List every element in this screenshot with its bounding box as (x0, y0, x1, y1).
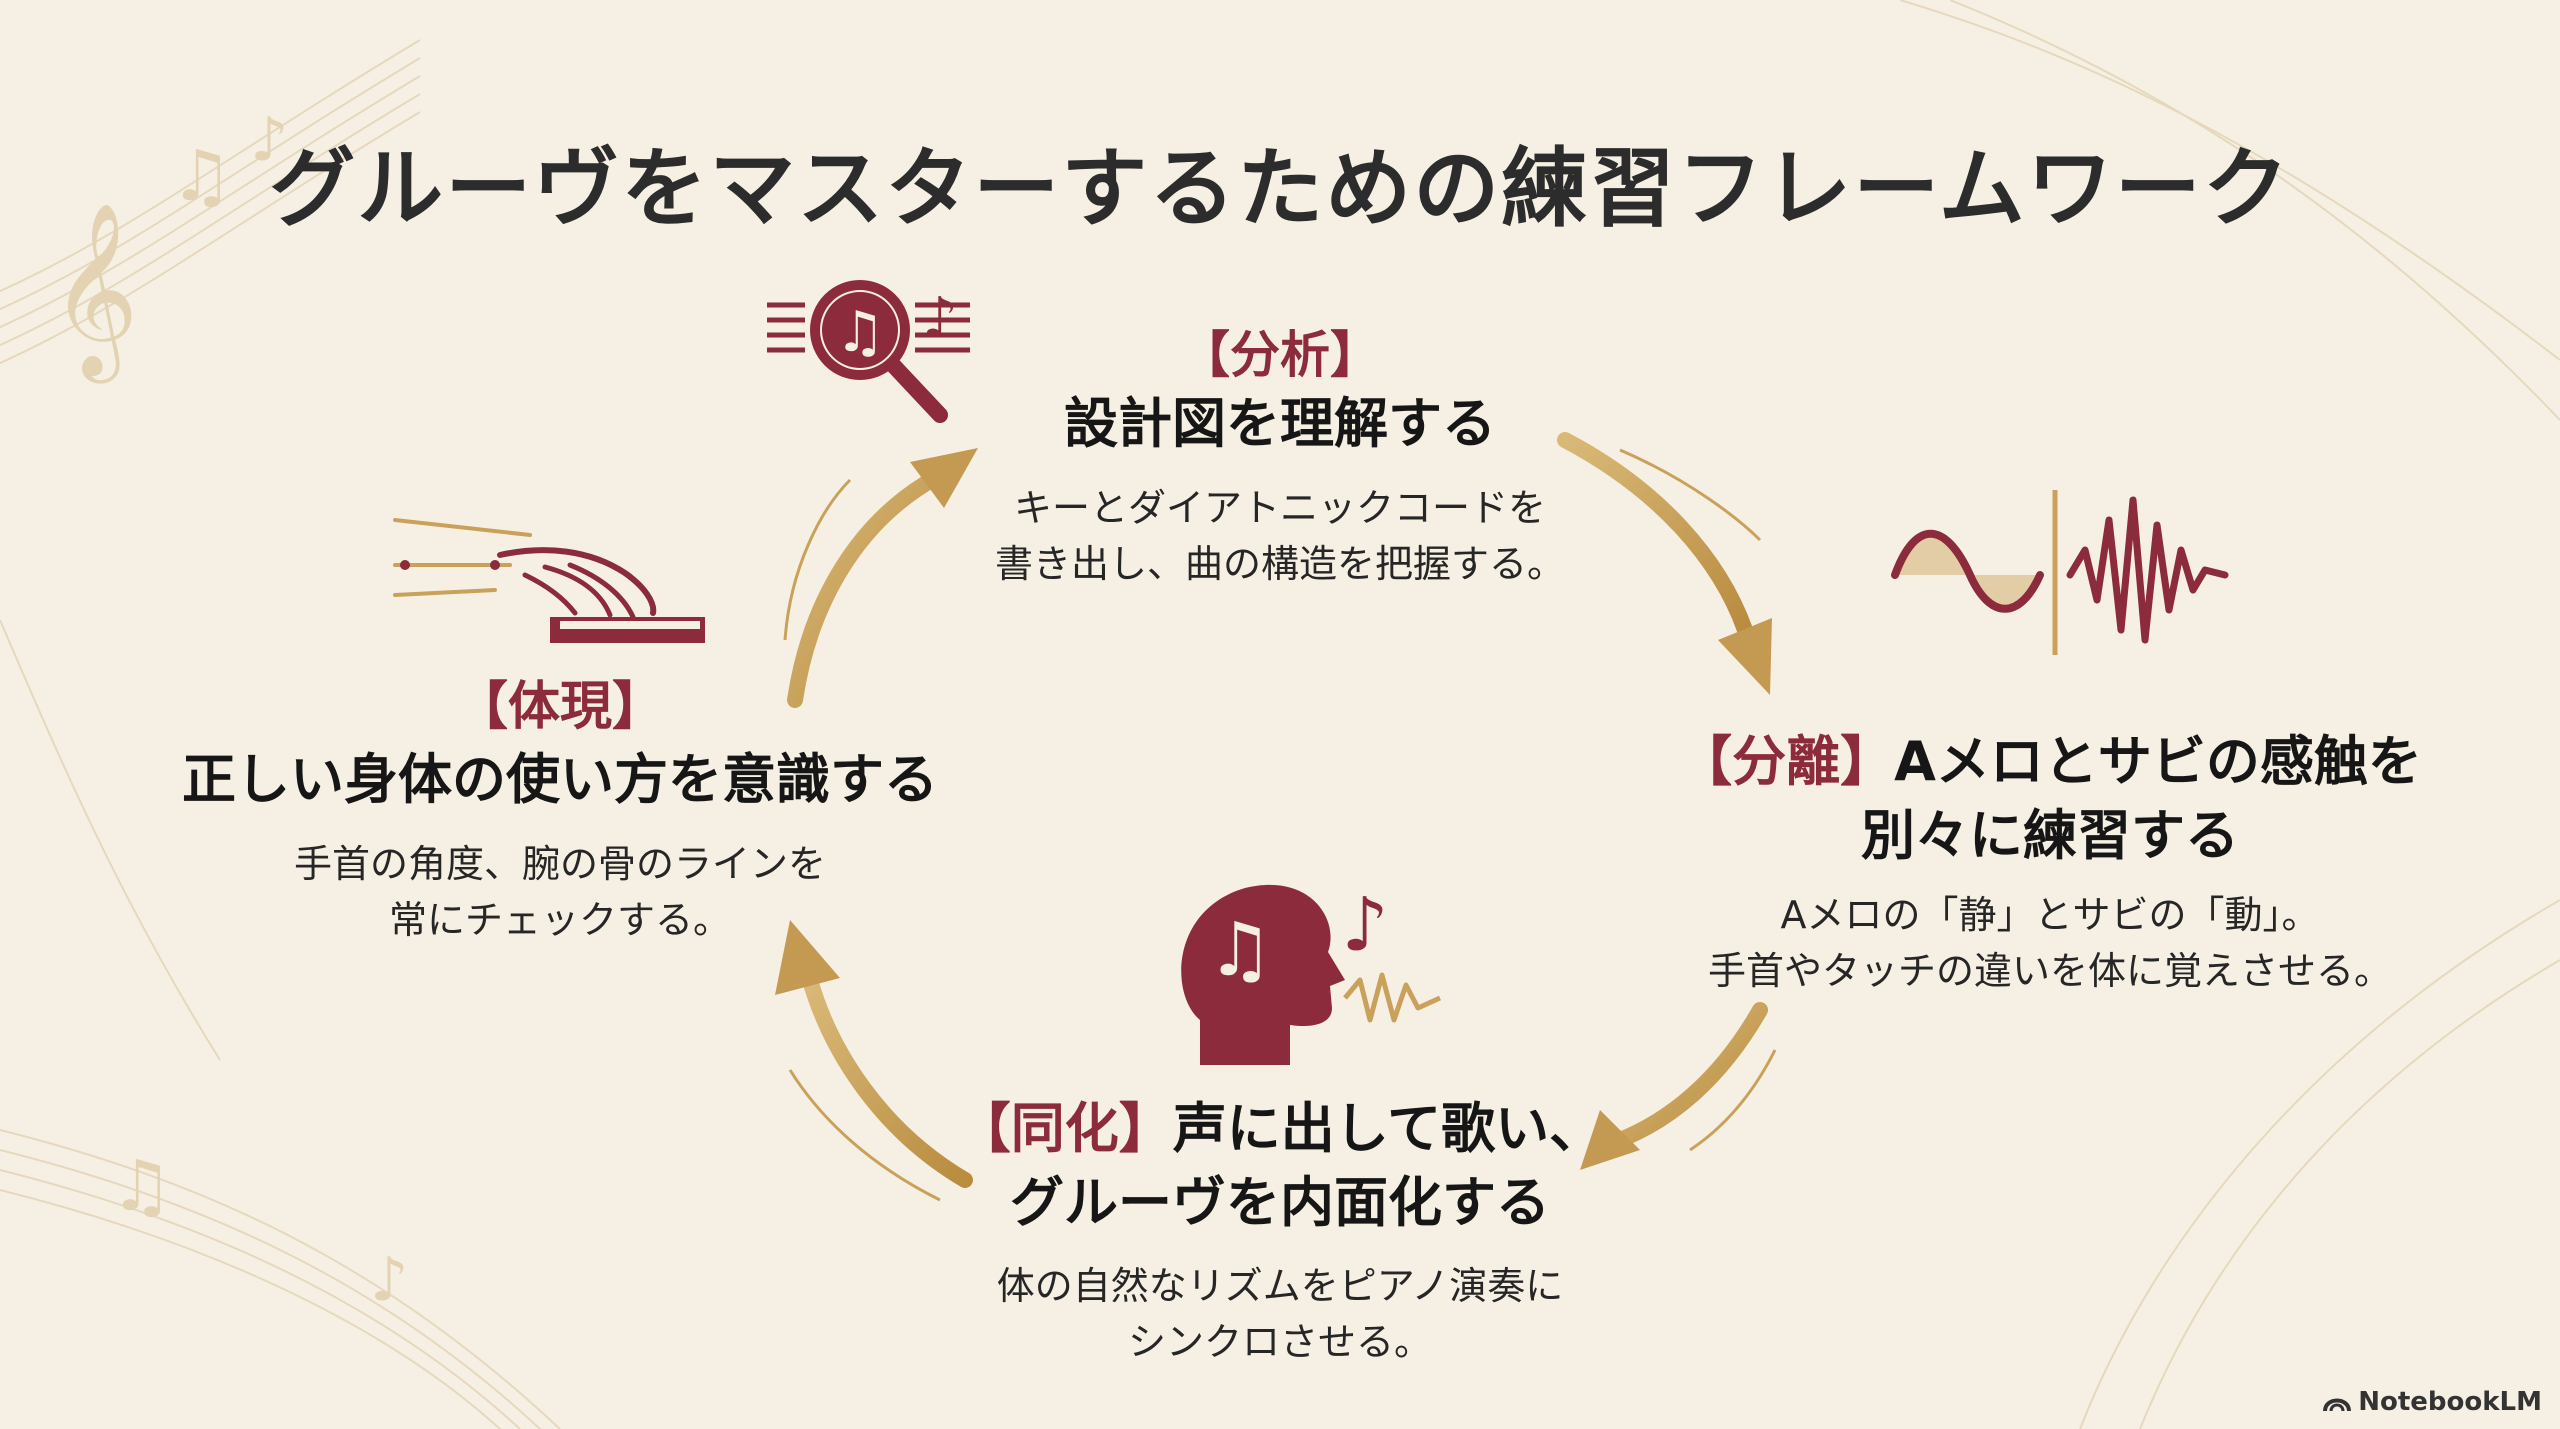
svg-text:♪: ♪ (922, 286, 958, 351)
svg-text:♪: ♪ (1341, 882, 1388, 968)
assimilation-desc-line-2: シンクロさせる。 (1127, 1320, 1432, 1364)
analysis-desc-line-2: 書き出し、曲の構造を把握する。 (994, 542, 1565, 586)
arrow-separation-to-assimilation (1580, 1002, 1777, 1170)
svg-text:𝄞: 𝄞 (50, 202, 139, 384)
notebooklm-logo-icon (2323, 1398, 2352, 1412)
page-title: グルーヴをマスターするための練習フレームワーク (269, 138, 2291, 239)
analysis-tag: 【分析】 (1180, 326, 1380, 384)
embodiment-heading: 正しい身体の使い方を意識する (182, 748, 938, 811)
svg-text:♪: ♪ (250, 105, 288, 175)
embodiment-desc-line-2: 常にチェックする。 (388, 898, 731, 942)
separation-heading-line-1: 【分離】Aメロとサビの感触を (1600, 725, 2500, 799)
assimilation-description: 体の自然なリズムをピアノ演奏に シンクロさせる。 (880, 1258, 1680, 1370)
svg-text:♫: ♫ (835, 300, 885, 365)
waveform-icon (1891, 490, 2229, 655)
step-embodiment: 【体現】 正しい身体の使い方を意識する 手首の角度、腕の骨のラインを 常にチェッ… (150, 672, 970, 948)
assimilation-heading-1: 声に出して歌い、 (1172, 1097, 1604, 1160)
separation-tag: 【分離】 (1678, 730, 1895, 793)
hand-piano-icon (393, 518, 705, 643)
svg-text:♫: ♫ (1207, 907, 1273, 993)
svg-text:♪: ♪ (370, 1245, 408, 1315)
step-analysis: 【分析】 設計図を理解する キーとダイアトニックコードを 書き出し、曲の構造を把… (880, 322, 1680, 592)
separation-description: Aメロの「静」とサビの「動」。 手首やタッチの違いを体に覚えさせる。 (1600, 887, 2500, 999)
svg-text:♫: ♫ (110, 1145, 173, 1227)
embodiment-description: 手首の角度、腕の骨のラインを 常にチェックする。 (150, 836, 970, 948)
separation-desc-line-1: Aメロの「静」とサビの「動」。 (1780, 893, 2320, 937)
assimilation-desc-line-1: 体の自然なリズムをピアノ演奏に (996, 1264, 1564, 1308)
separation-heading-1: Aメロとサビの感触を (1894, 730, 2422, 793)
svg-text:♫: ♫ (170, 135, 233, 217)
arrow-assimilation-to-embodiment (775, 920, 973, 1202)
embodiment-desc-line-1: 手首の角度、腕の骨のラインを (293, 842, 826, 886)
footer-brand: NotebookLM (2322, 1387, 2542, 1417)
analysis-heading: 設計図を理解する (1064, 392, 1496, 455)
step-assimilation: 【同化】声に出して歌い、 グルーヴを内面化する 体の自然なリズムをピアノ演奏に … (880, 1092, 1680, 1370)
separation-heading-line-2: 別々に練習する (1861, 804, 2239, 867)
arrow-embodiment-to-analysis (783, 448, 978, 708)
singing-head-icon: ♫ ♪ (1181, 882, 1442, 1065)
separation-desc-line-2: 手首やタッチの違いを体に覚えさせる。 (1707, 949, 2392, 993)
magnifier-music-icon: ♫ ♪ (767, 280, 970, 423)
footer-brand-label: NotebookLM (2358, 1387, 2542, 1417)
step-separation: 【分離】Aメロとサビの感触を 別々に練習する Aメロの「静」とサビの「動」。 手… (1600, 725, 2500, 999)
arrow-analysis-to-separation (1557, 432, 1772, 695)
analysis-desc-line-1: キーとダイアトニックコードを (1013, 486, 1546, 530)
embodiment-tag: 【体現】 (455, 677, 664, 737)
assimilation-tag: 【同化】 (956, 1097, 1173, 1160)
assimilation-heading-line-2: グルーヴを内面化する (1010, 1171, 1550, 1234)
analysis-description: キーとダイアトニックコードを 書き出し、曲の構造を把握する。 (880, 480, 1680, 592)
assimilation-heading-line-1: 【同化】声に出して歌い、 (880, 1092, 1680, 1166)
